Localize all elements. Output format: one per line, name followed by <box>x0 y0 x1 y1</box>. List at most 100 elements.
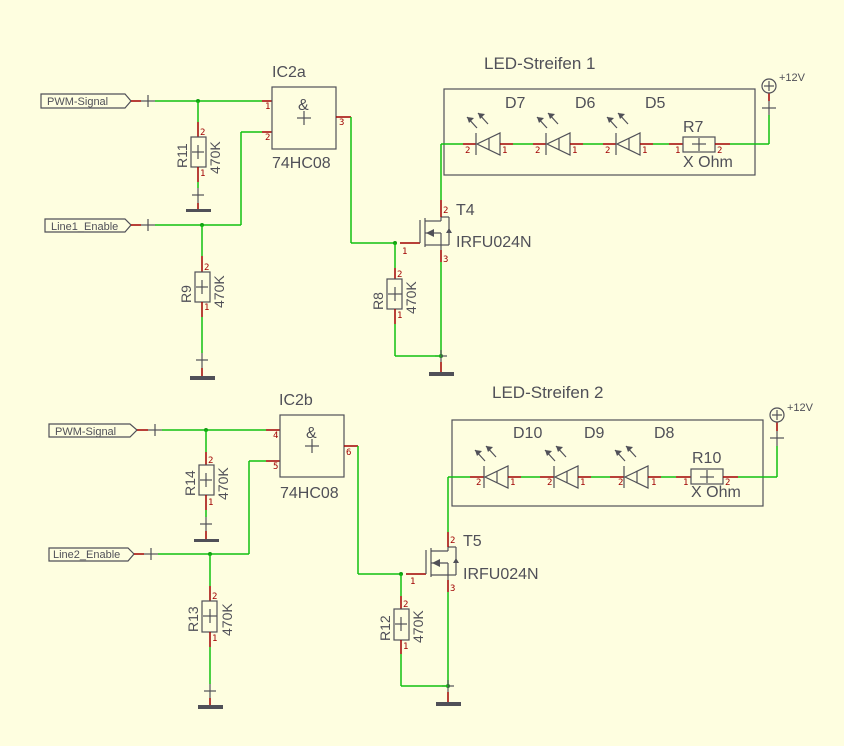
mosfet-t4[interactable] <box>419 216 452 250</box>
and-symbol: & <box>298 97 309 114</box>
port-label: Line1_Enable <box>51 221 118 233</box>
ic2a-and-gate[interactable]: & <box>271 86 337 150</box>
supply-label: +12V <box>787 402 814 414</box>
ic2a-name: IC2a <box>272 64 306 81</box>
svg-text:3: 3 <box>443 255 448 265</box>
ic2b-name: IC2b <box>279 392 313 409</box>
strip1-title: LED-Streifen 1 <box>484 54 596 73</box>
svg-text:2: 2 <box>204 263 209 273</box>
led-d10[interactable] <box>470 445 521 489</box>
resistor-r13[interactable] <box>201 600 218 633</box>
svg-text:2: 2 <box>547 478 552 488</box>
r10-name: R10 <box>692 450 721 467</box>
svg-text:1: 1 <box>572 146 577 156</box>
supply-12v-2 <box>769 407 785 423</box>
svg-text:2: 2 <box>265 133 270 143</box>
resistor-r11[interactable] <box>190 136 207 168</box>
supply-12v-1 <box>761 78 777 94</box>
svg-text:1: 1 <box>642 146 647 156</box>
ground-icon <box>190 376 215 380</box>
r8-name: R8 <box>370 292 386 310</box>
svg-text:1: 1 <box>403 642 408 652</box>
port-label: PWM-Signal <box>55 426 116 438</box>
t4-name: T4 <box>456 202 475 219</box>
resistor-r10[interactable] <box>690 468 724 485</box>
t5-name: T5 <box>463 533 482 550</box>
r9-value: 470K <box>211 275 227 308</box>
svg-text:1: 1 <box>675 146 680 156</box>
svg-text:2: 2 <box>618 478 623 488</box>
mosfet-t5[interactable] <box>425 546 459 580</box>
led-strip-2[interactable] <box>451 419 764 507</box>
svg-text:2: 2 <box>465 146 470 156</box>
svg-text:1: 1 <box>651 478 656 488</box>
t5-type: IRFU024N <box>463 566 539 583</box>
r14-name: R14 <box>182 470 198 496</box>
svg-text:4: 4 <box>273 431 278 441</box>
led-d6[interactable] <box>533 112 583 156</box>
strip2-title: LED-Streifen 2 <box>492 383 604 402</box>
port-line1-enable[interactable]: Line1_Enable <box>44 218 132 233</box>
svg-text:1: 1 <box>410 577 415 587</box>
svg-text:2: 2 <box>200 128 205 138</box>
svg-text:2: 2 <box>535 146 540 156</box>
d6-label: D6 <box>575 95 596 112</box>
r7-name: R7 <box>683 119 704 136</box>
ground-icon <box>429 372 454 376</box>
r12-name: R12 <box>377 615 393 641</box>
ground-icon <box>186 209 211 212</box>
svg-text:3: 3 <box>450 584 455 594</box>
ic2b-type: 74HC08 <box>280 485 339 502</box>
resistor-r7[interactable] <box>682 136 716 153</box>
ic2b-and-gate[interactable]: & <box>279 414 345 478</box>
port-line2-enable[interactable]: Line2_Enable <box>48 547 135 562</box>
r11-value: 470K <box>207 141 223 174</box>
svg-text:1: 1 <box>683 478 688 488</box>
resistor-r14[interactable] <box>198 464 215 496</box>
port-label: Line2_Enable <box>53 549 120 561</box>
port-pwm-signal-2[interactable]: PWM-Signal <box>48 423 138 438</box>
ground-icon <box>198 705 223 709</box>
svg-text:2: 2 <box>725 478 730 488</box>
d7-label: D7 <box>505 95 526 112</box>
svg-text:1: 1 <box>397 311 402 321</box>
r13-value: 470K <box>219 603 235 636</box>
svg-text:2: 2 <box>717 146 722 156</box>
svg-text:1: 1 <box>265 102 270 112</box>
r11-name: R11 <box>174 143 190 168</box>
svg-text:6: 6 <box>346 448 351 458</box>
r9-name: R9 <box>178 285 194 303</box>
port-pwm-signal-1[interactable]: PWM-Signal <box>40 93 132 109</box>
led-d9[interactable] <box>540 445 591 489</box>
svg-text:2: 2 <box>476 478 481 488</box>
resistor-r8[interactable] <box>386 278 403 310</box>
svg-text:2: 2 <box>397 270 402 280</box>
svg-text:1: 1 <box>200 169 205 179</box>
resistor-r12[interactable] <box>393 608 410 641</box>
d5-label: D5 <box>645 95 666 112</box>
r12-value: 470K <box>410 610 426 643</box>
led-d8[interactable] <box>610 445 661 489</box>
resistor-r9[interactable] <box>194 271 211 303</box>
svg-text:2: 2 <box>208 456 213 466</box>
ground-icon <box>436 702 461 706</box>
port-label: PWM-Signal <box>47 96 108 108</box>
svg-text:1: 1 <box>580 478 585 488</box>
svg-text:2: 2 <box>443 206 448 216</box>
r8-value: 470K <box>403 281 419 314</box>
svg-text:1: 1 <box>402 247 407 257</box>
ic2a-type: 74HC08 <box>272 155 331 172</box>
led-strip-1[interactable] <box>443 88 756 176</box>
svg-text:1: 1 <box>212 634 217 644</box>
svg-text:2: 2 <box>450 536 455 546</box>
led-d5[interactable] <box>603 112 653 156</box>
d8-label: D8 <box>654 425 675 442</box>
ground-icon <box>194 539 219 542</box>
r13-name: R13 <box>185 606 201 632</box>
d10-label: D10 <box>513 425 542 442</box>
led-d7[interactable] <box>463 112 513 156</box>
svg-text:1: 1 <box>204 303 209 313</box>
and-symbol: & <box>306 425 317 442</box>
svg-text:3: 3 <box>339 118 344 128</box>
